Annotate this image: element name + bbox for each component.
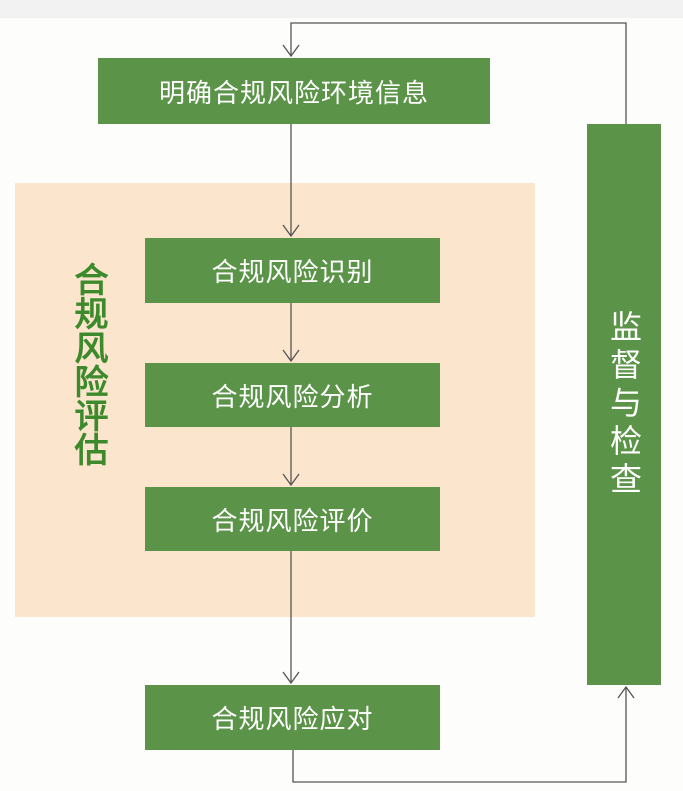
monitor-label: 监督与检查 bbox=[605, 309, 643, 500]
risk-assessment-label: 合规风险评估 bbox=[68, 262, 108, 466]
arrowhead-monitor bbox=[617, 685, 635, 699]
top-band bbox=[0, 0, 683, 18]
monitor-bar: 监督与检查 bbox=[587, 124, 661, 685]
feedback-loop-bottom bbox=[292, 687, 627, 783]
step-evaluate: 合规风险评价 bbox=[145, 487, 440, 551]
step-analyze: 合规风险分析 bbox=[145, 363, 440, 427]
feedback-loop-top bbox=[290, 22, 627, 124]
step-respond: 合规风险应对 bbox=[145, 685, 440, 750]
step-identify: 合规风险识别 bbox=[145, 238, 440, 303]
arrowhead-context bbox=[282, 44, 300, 58]
step-context: 明确合规风险环境信息 bbox=[98, 58, 490, 124]
